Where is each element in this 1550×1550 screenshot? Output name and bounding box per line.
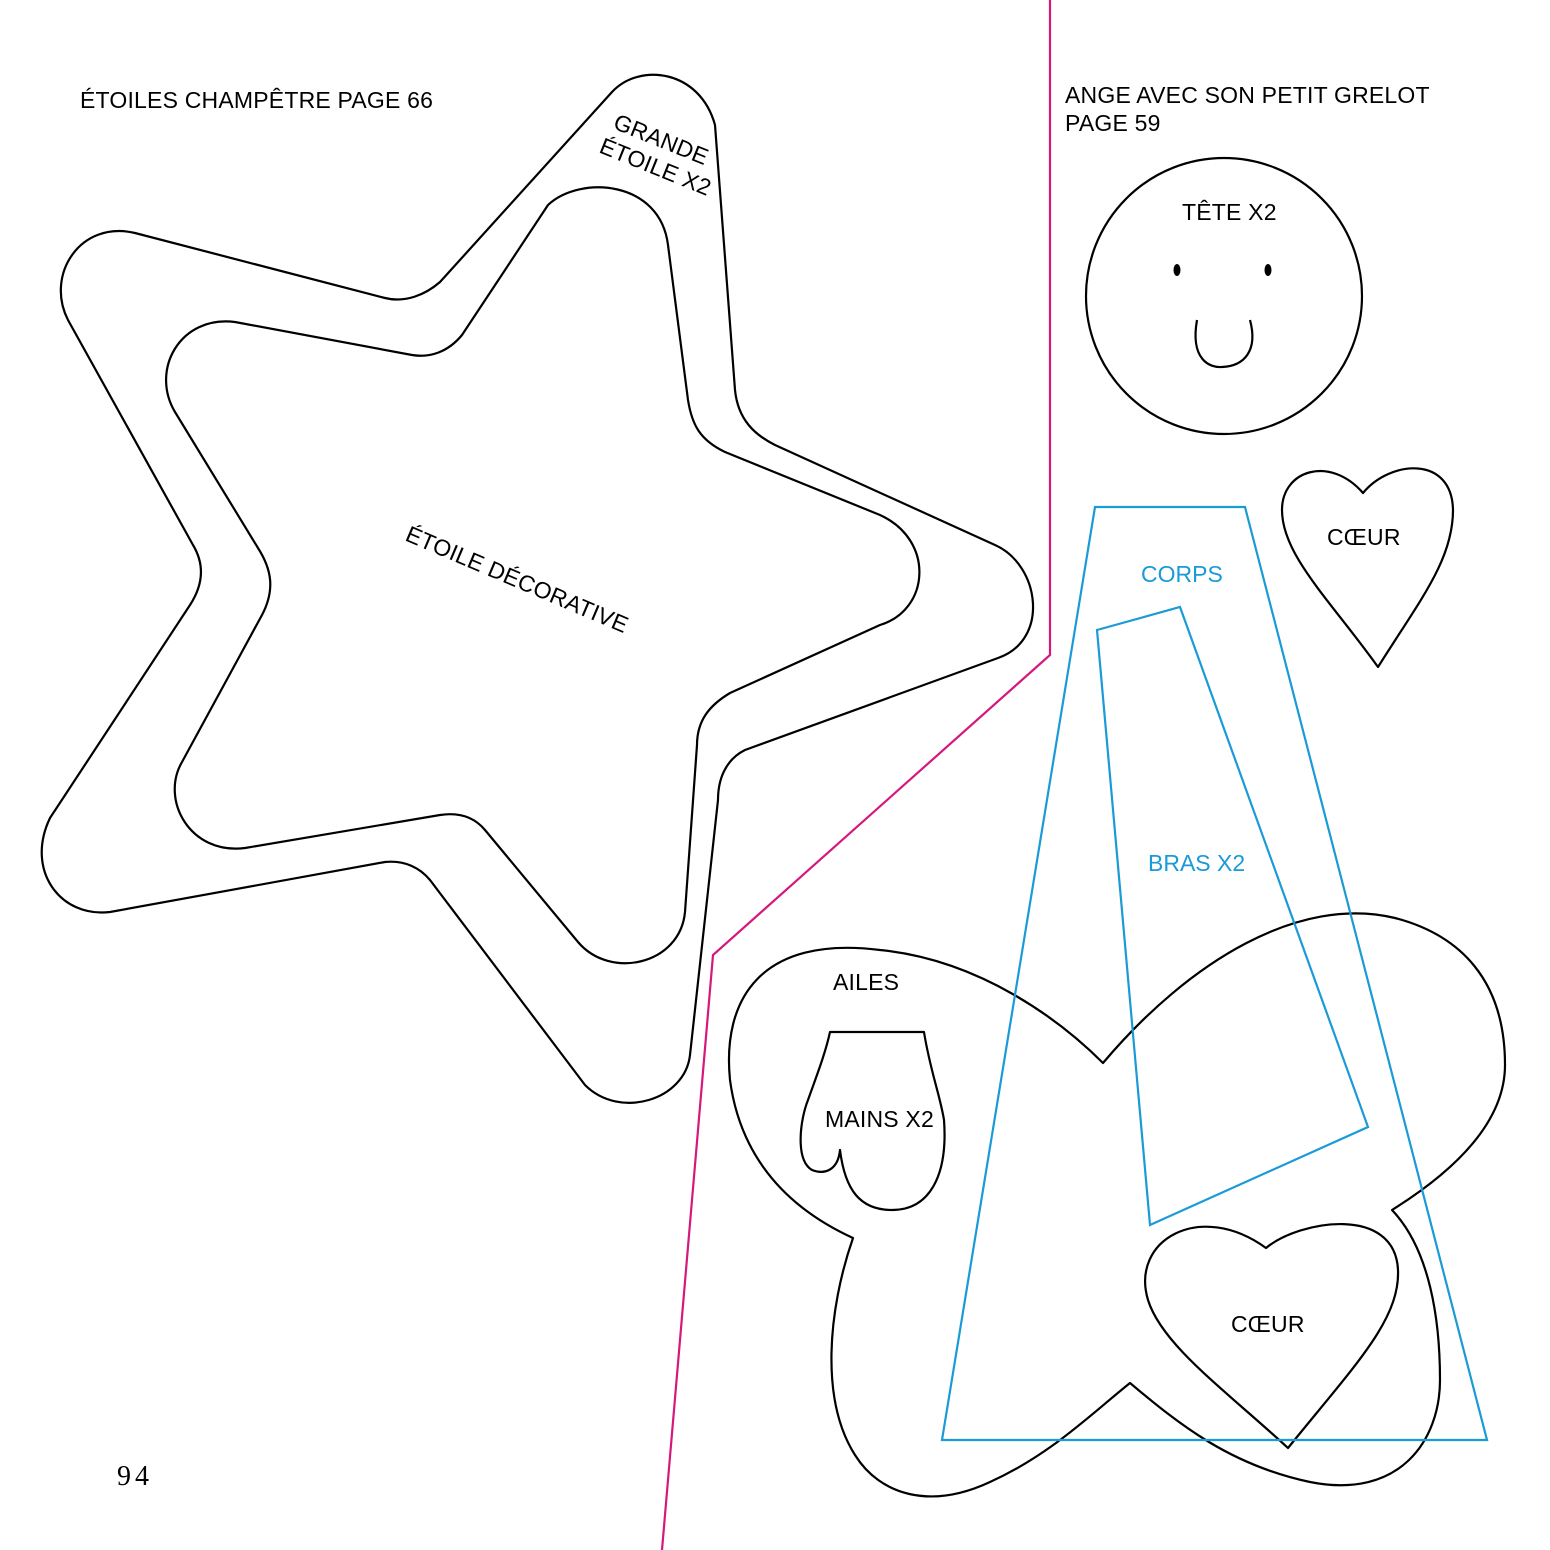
arms-label: BRAS X2 — [1148, 850, 1245, 876]
angel-section-title-line2: PAGE 59 — [1065, 110, 1161, 136]
cut-divider-line — [660, 0, 1052, 1550]
arms-pattern-outline — [1095, 605, 1370, 1227]
wings-label: AILES — [833, 969, 899, 995]
hands-label: MAINS X2 — [825, 1106, 934, 1132]
heart-bottom-label: CŒUR — [1231, 1311, 1305, 1337]
right-eye-dot — [1264, 264, 1272, 276]
left-eye-dot — [1173, 264, 1181, 276]
body-pattern-outline — [940, 505, 1489, 1442]
wings-outline — [727, 912, 1507, 1498]
angel-section-title-line1: ANGE AVEC SON PETIT GRELOT — [1065, 82, 1430, 108]
heart-top-label: CŒUR — [1327, 524, 1401, 550]
hands-outline — [799, 1030, 946, 1212]
head-circle — [1084, 156, 1364, 436]
star-section-title: ÉTOILES CHAMPÊTRE PAGE 66 — [80, 87, 433, 113]
heart-top-outline — [1280, 467, 1455, 669]
big-star-outline — [40, 73, 1034, 1104]
decorative-star-label: ÉTOILE DÉCORATIVE — [402, 521, 632, 638]
heart-bottom-outline — [1144, 1223, 1400, 1450]
body-label: CORPS — [1141, 561, 1223, 587]
decorative-star-outline — [165, 186, 921, 965]
head-label: TÊTE X2 — [1182, 199, 1277, 225]
mouth-curve — [1194, 319, 1254, 369]
page-number: 94 — [117, 1461, 153, 1492]
